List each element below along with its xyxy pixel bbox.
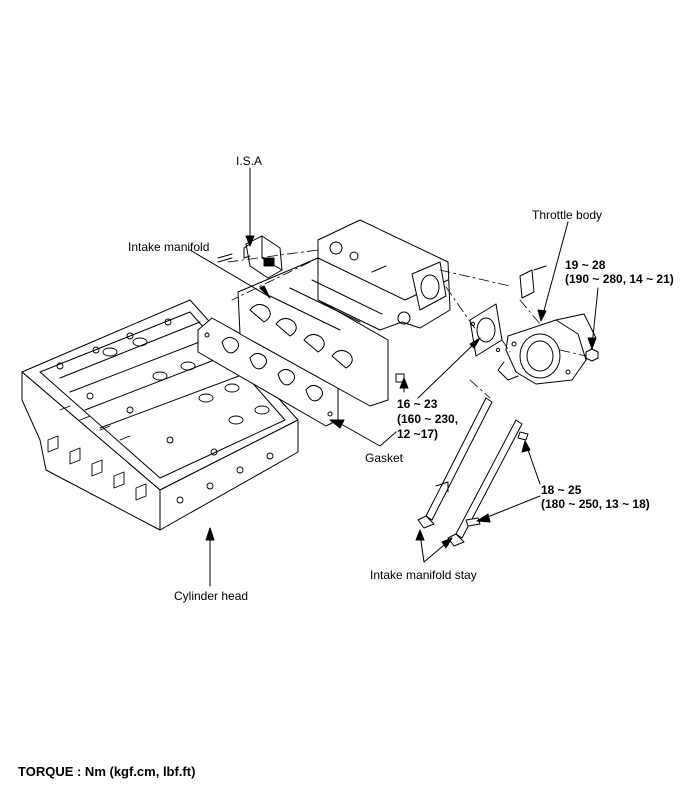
stay-bolts <box>465 431 529 527</box>
intake-manifold-stay-label: Intake manifold stay <box>370 568 477 582</box>
throttle-torque-nm: 19 ~ 28 <box>565 258 606 272</box>
throttle-gasket-part <box>469 303 503 357</box>
torque-unit-note: TORQUE : Nm (kgf.cm, lbf.ft) <box>18 764 196 779</box>
center-lines <box>227 249 587 399</box>
intake-manifold-label: Intake manifold <box>128 240 210 254</box>
stay-torque-nm: 18 ~ 25 <box>541 483 582 497</box>
gasket-torque-alt-1: (160 ~ 230, <box>397 412 459 426</box>
throttle-body-label: Throttle body <box>532 208 603 222</box>
isa-label: I.S.A <box>236 154 263 168</box>
throttle-torque-alt: (190 ~ 280, 14 ~ 21) <box>565 272 674 286</box>
intake-manifold-part <box>217 219 451 407</box>
gasket-label: Gasket <box>365 451 404 465</box>
throttle-body-part <box>497 313 597 385</box>
cylinder-head-label: Cylinder head <box>174 589 249 603</box>
manifold-stay-part <box>417 397 523 547</box>
gasket-torque-nm: 16 ~ 23 <box>397 397 438 411</box>
stay-torque-alt: (180 ~ 250, 13 ~ 18) <box>541 497 650 511</box>
bracket-part <box>519 265 547 299</box>
leader-lines <box>189 167 599 587</box>
throttle-nut <box>585 348 599 362</box>
gasket-torque-alt-2: 12 ~17) <box>397 427 439 441</box>
